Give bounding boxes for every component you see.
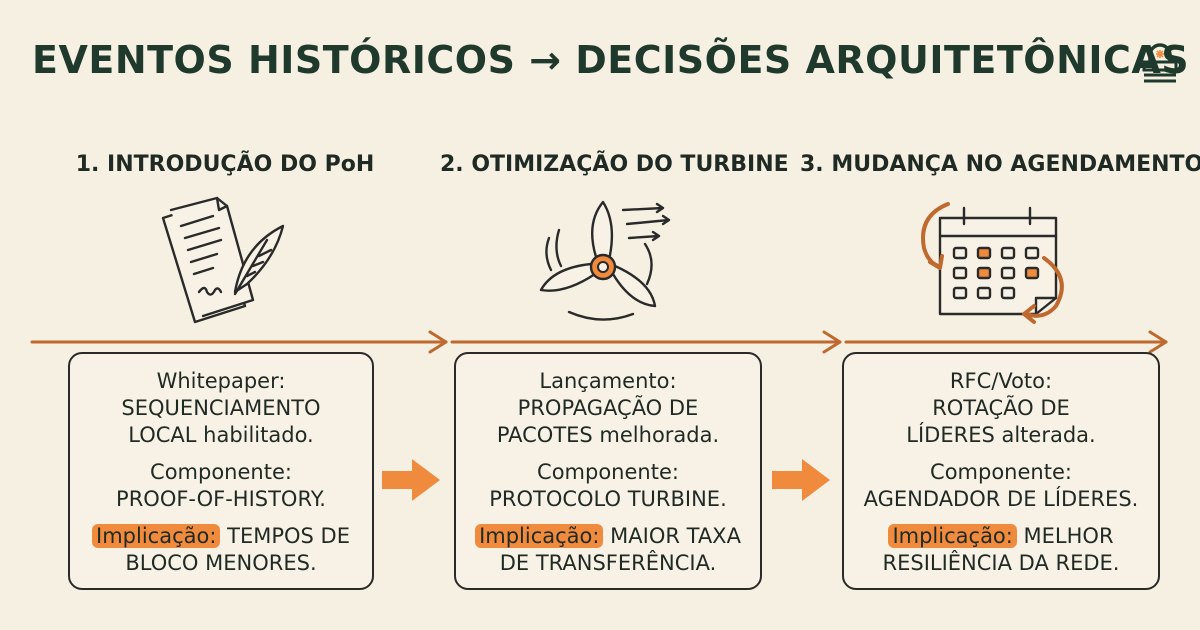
page-title: EVENTOS HISTÓRICOS → DECISÕES ARQUITETÔN… [32,38,1190,82]
event-line-2: PACOTES melhorada. [496,423,720,447]
event-label: RFC/Voto: [949,369,1053,393]
lock-logo-icon [1142,43,1178,83]
component-value: PROTOCOLO TURBINE. [489,487,727,511]
implication-highlight: Implicação: [888,524,1017,548]
event-card-2: Lançamento: PROPAGAÇÃO DE PACOTES melhor… [454,352,762,590]
document-quill-icon [161,196,285,324]
column-heading-2: 2. OTIMIZAÇÃO DO TURBINE [440,152,789,177]
event-line-1: SEQUENCIAMENTO [121,396,321,420]
flow-arrow-1 [382,459,440,501]
component-value: PROOF-OF-HISTORY. [116,487,326,511]
timeline [30,330,1168,354]
implication-text: MAIOR TAXA [603,524,741,548]
event-line-2: LÍDERES alterada. [906,423,1096,447]
implication-line-2: DE TRANSFERÊNCIA. [499,551,717,575]
calendar-rotate-icon [921,202,1064,324]
event-label: Whitepaper: [156,369,286,393]
implication-text: TEMPOS DE [220,524,350,548]
event-card-3: RFC/Voto: ROTAÇÃO DE LÍDERES alterada. C… [842,352,1160,590]
implication-text: MELHOR [1016,524,1114,548]
event-card-1: Whitepaper: SEQUENCIAMENTO LOCAL habilit… [68,352,374,590]
column-heading-1: 1. INTRODUÇÃO DO PoH [75,152,375,177]
event-line-1: PROPAGAÇÃO DE [517,396,699,420]
flow-arrow-2 [772,459,830,501]
component-value: AGENDADOR DE LÍDERES. [863,487,1139,511]
component-label: Componente: [930,460,1072,484]
implication-line-2: BLOCO MENORES. [125,551,317,575]
implication-line-2: RESILIÊNCIA DA REDE. [882,551,1120,575]
event-line-1: ROTAÇÃO DE [932,396,1070,420]
event-label: Lançamento: [539,369,677,393]
column-heading-3: 3. MUDANÇA NO AGENDAMENTO [800,152,1200,177]
component-label: Componente: [150,460,292,484]
component-label: Componente: [537,460,679,484]
implication-highlight: Implicação: [475,524,604,548]
turbine-icon [539,200,671,321]
implication-highlight: Implicação: [92,524,221,548]
event-line-2: LOCAL habilitado. [128,423,314,447]
